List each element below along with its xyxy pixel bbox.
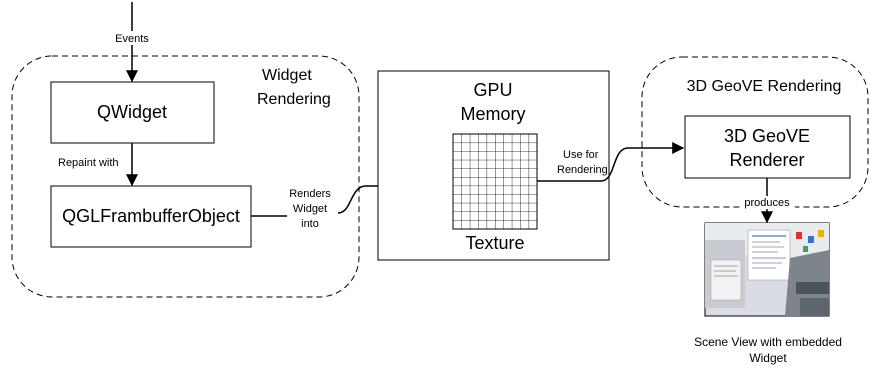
widget-rendering-title-line2: Rendering bbox=[257, 91, 331, 108]
renders-label-line2: Widget bbox=[293, 203, 327, 215]
gpu-title-line1: GPU bbox=[473, 80, 512, 100]
render-into-texture-arrow bbox=[337, 180, 453, 214]
scene-caption-line1: Scene View with embedded bbox=[694, 335, 842, 349]
geove-renderer-box bbox=[684, 115, 851, 179]
use-for-rendering-arrow bbox=[537, 142, 685, 182]
texture-grid bbox=[452, 133, 538, 230]
qwidget-box bbox=[50, 81, 215, 144]
geove-renderer-line2: Renderer bbox=[729, 150, 804, 170]
produces-label: produces bbox=[744, 197, 790, 209]
texture-label: Texture bbox=[465, 233, 524, 253]
widget-rendering-group bbox=[11, 55, 360, 298]
scene-caption-line2: Widget bbox=[749, 351, 787, 365]
geove-rendering-title: 3D GeoVE Rendering bbox=[687, 78, 842, 95]
renders-label-line3: into bbox=[301, 218, 319, 230]
fbo-label: QGLFrambufferObject bbox=[62, 206, 240, 226]
repaint-label: Repaint with bbox=[58, 157, 119, 169]
renders-label-line1: Renders bbox=[289, 188, 331, 200]
gpu-title-line2: Memory bbox=[460, 104, 525, 124]
fbo-box bbox=[50, 185, 252, 248]
events-label: Events bbox=[115, 33, 149, 45]
widget-rendering-title-line1: Widget bbox=[262, 67, 312, 84]
use-for-label-line2: Rendering bbox=[557, 164, 608, 176]
scene-view-image bbox=[704, 222, 830, 317]
geove-renderer-line1: 3D GeoVE bbox=[724, 126, 810, 146]
use-for-label-line1: Use for bbox=[563, 149, 599, 161]
qwidget-label: QWidget bbox=[97, 102, 167, 122]
